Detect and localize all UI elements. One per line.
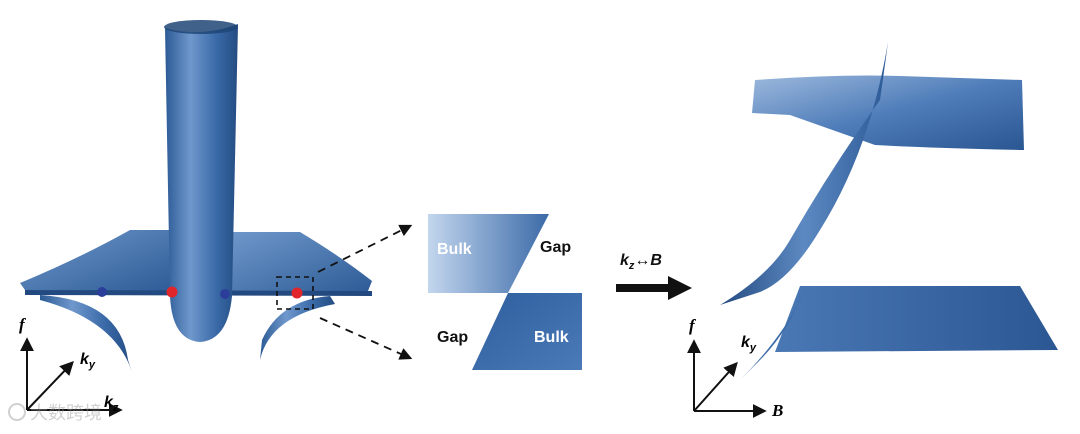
left-axis-ky-label: k (80, 351, 90, 368)
upper-gap-label: Gap (540, 239, 571, 256)
lower-gap-label: Gap (437, 329, 468, 346)
left-axis-kz-sub: z (112, 402, 119, 414)
bulk-region-upper (428, 214, 549, 293)
bulk-region-lower (472, 293, 582, 370)
right-panel: f ky B (687, 42, 1058, 420)
transform-label-rest: ↔B (634, 252, 662, 269)
left-panel: f ky kz (19, 20, 413, 417)
left-axes: f ky kz (19, 315, 123, 417)
left-surface-sheet-left (40, 295, 132, 372)
right-axis-ky-label: k (741, 334, 751, 351)
transform-arrow-shape (616, 276, 692, 300)
transform-label-sub: z (628, 260, 635, 272)
right-surface-diagonal (720, 42, 888, 305)
right-surface-top (752, 75, 1024, 150)
transform-label-k: k (620, 252, 630, 269)
right-axes: f ky B (687, 316, 783, 420)
middle-panel: Bulk Gap Gap Bulk (428, 214, 582, 370)
right-surface-bottom (775, 286, 1058, 352)
right-axis-ky-sub: y (749, 342, 757, 354)
left-surface-tube (165, 24, 238, 342)
left-axis-ky-arrow (26, 360, 74, 411)
transform-arrow: kz↔B (616, 252, 692, 300)
upper-bulk-label: Bulk (437, 241, 472, 258)
left-axis-f-label: f (19, 315, 27, 334)
right-axis-b-label: B (771, 401, 783, 420)
svg-text:ky: ky (80, 351, 96, 371)
lower-bulk-label: Bulk (534, 329, 569, 346)
svg-text:kz↔B: kz↔B (620, 252, 662, 272)
right-axis-ky-arrow (693, 361, 738, 412)
svg-text:kz: kz (104, 394, 119, 414)
watermark-text: 大数跨境 (30, 403, 102, 424)
weyl-point-red-1 (166, 286, 178, 298)
left-axis-kz-label: k (104, 394, 114, 411)
weyl-point-red-2 (291, 287, 303, 299)
left-surface-wing-left (20, 230, 172, 292)
zoom-arrow-upper (317, 224, 413, 273)
zoom-box (276, 276, 314, 310)
left-surface-tube-rim (164, 20, 238, 34)
watermark-icon (8, 403, 26, 421)
left-surface-wing-right (232, 232, 372, 292)
zoom-arrow-lower (319, 317, 413, 360)
weyl-point-blue-1 (97, 287, 107, 297)
right-axis-f-label: f (689, 316, 697, 335)
left-surface-sheet-right (260, 296, 335, 360)
left-axis-ky-sub: y (88, 359, 96, 371)
weyl-point-blue-2 (220, 289, 230, 299)
watermark: 大数跨境 (8, 403, 102, 424)
svg-text:ky: ky (741, 334, 757, 354)
